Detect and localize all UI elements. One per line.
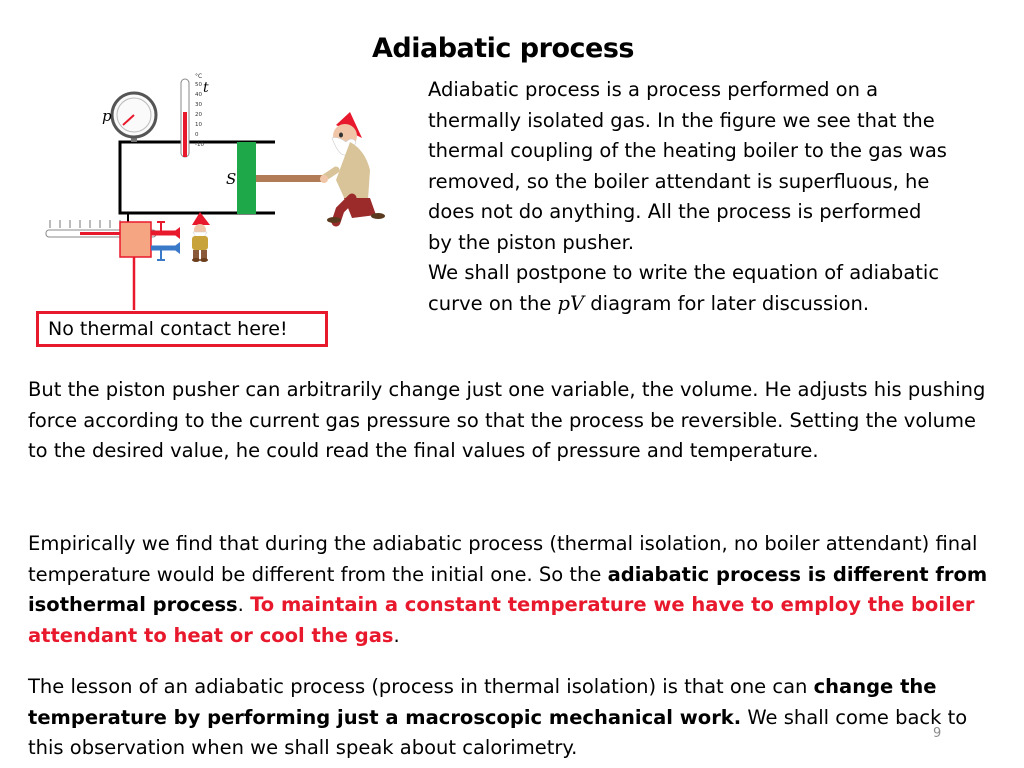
thermometer-tick: 10: [195, 122, 202, 128]
intro-paragraph-2: We shall postpone to write the equation …: [428, 258, 948, 319]
pv-symbol: pV: [557, 291, 585, 315]
thermometer-unit: °C: [195, 73, 202, 80]
piston: [237, 142, 256, 214]
paragraph-text: .: [393, 623, 400, 647]
thermometer-tick: 40: [195, 92, 202, 98]
paragraph-text: .: [237, 593, 251, 616]
valve-icon: [151, 221, 180, 239]
gas-cylinder: [118, 140, 275, 215]
no-thermal-contact-callout: No thermal contact here!: [36, 311, 328, 347]
page-number: 9: [933, 726, 942, 741]
adiabatic-apparatus-diagram: S p °C 50 40 30 20 10 0 -10 t: [45, 73, 385, 310]
intro-paragraph: Adiabatic process is a process performed…: [428, 78, 947, 254]
thermometer-mercury: [183, 112, 187, 157]
intro-text: Adiabatic process is a process performed…: [428, 75, 948, 319]
slide-title: Adiabatic process: [372, 33, 634, 64]
pressure-label-p: p: [102, 107, 112, 125]
heater-thermometer-scale: [49, 220, 121, 228]
piston-pusher-dwarf-icon: [320, 112, 385, 227]
valve-icon: [151, 242, 180, 261]
intro-text-after: diagram for later discussion.: [584, 291, 870, 315]
temperature-label-t: t: [203, 80, 209, 96]
thermometer-tick: 30: [195, 102, 202, 108]
boiler-attendant-dwarf-icon: [192, 212, 210, 262]
thermometer-scale: 50 40 30 20 10 0 -10: [195, 82, 204, 148]
paragraph-empirical: Empirically we find that during the adia…: [28, 529, 998, 651]
thermometer-tick: 20: [195, 112, 202, 118]
emphasis-bold: adiabatic process is different from isot…: [28, 562, 988, 617]
emphasis-red: To maintain a constant temperature we ha…: [28, 593, 975, 647]
gauge-dial: [116, 97, 152, 133]
emphasis-bold: change the temperature by performing jus…: [28, 675, 937, 729]
thermometer-tick: 0: [195, 132, 199, 138]
heater-box: [119, 221, 152, 258]
paragraph-piston-pusher: But the piston pusher can arbitrarily ch…: [28, 378, 986, 462]
thermometer-tick: -10: [195, 142, 204, 148]
thermometer-tick: 50: [195, 82, 202, 88]
intro-text-before: We shall postpone to write the equation …: [428, 261, 940, 315]
piston-rod: [256, 175, 324, 182]
gauge-needle: [122, 114, 135, 126]
paragraph-text: Empirically we find that during the adia…: [28, 532, 978, 586]
area-label-s: S: [226, 170, 236, 188]
heater-thermometer-mercury: [80, 232, 156, 235]
paragraph-text: We shall come back to this observation w…: [28, 705, 968, 760]
paragraph-lesson: The lesson of an adiabatic process (proc…: [28, 672, 998, 764]
paragraph-text: The lesson of an adiabatic process (proc…: [28, 675, 814, 698]
